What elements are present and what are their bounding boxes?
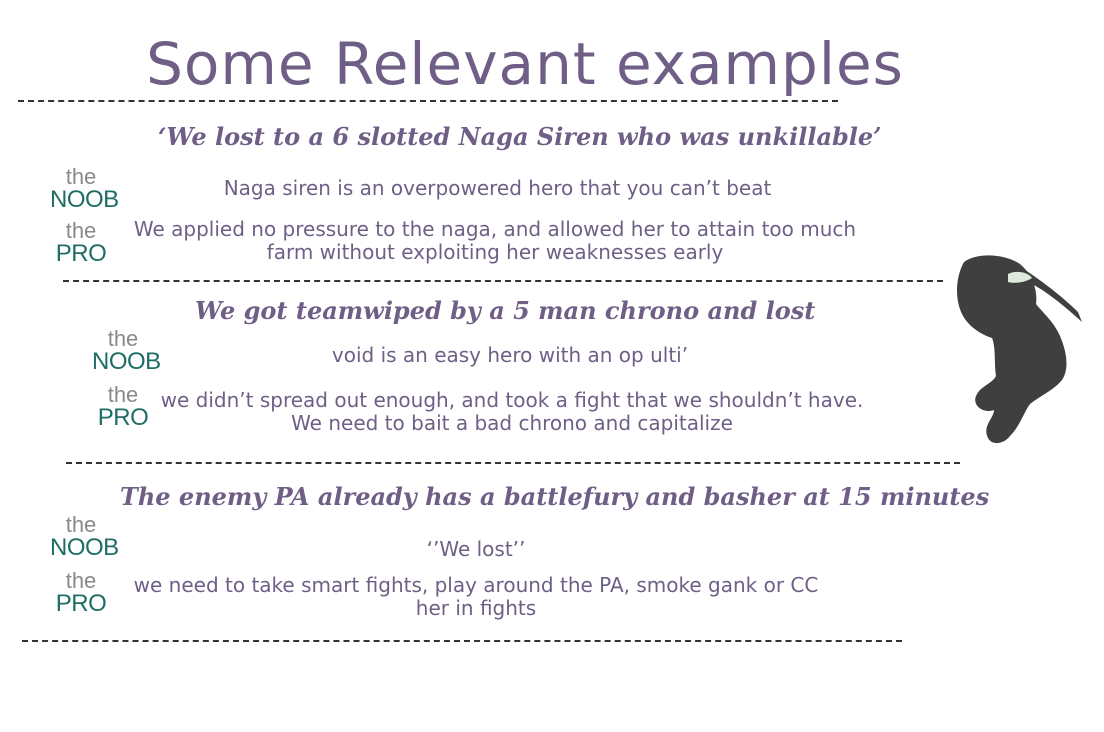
tag-pro-label: PRO (97, 404, 149, 431)
divider-bottom (22, 640, 902, 642)
tag-pro-label: PRO (55, 590, 107, 617)
page-title: Some Relevant examples (146, 30, 904, 98)
example-3-pro-tag: the PRO (50, 570, 112, 616)
example-1-pro-tag: the PRO (50, 220, 112, 266)
example-1-noob-tag: the NOOB (50, 164, 119, 213)
example-3-noob-tag: the NOOB (50, 512, 119, 561)
example-3-noob-text: ‘’We lost’’ (426, 537, 526, 561)
tag-noob-label: NOOB (50, 534, 119, 561)
tag-pro-label: PRO (55, 240, 107, 267)
tag-the-label: the (107, 382, 139, 407)
tag-noob-label: NOOB (92, 348, 161, 375)
hero-body (957, 255, 1067, 444)
tag-the-label: the (65, 218, 97, 243)
tag-the-label: the (65, 568, 97, 593)
example-2-quote: We got teamwiped by a 5 man chrono and l… (195, 296, 816, 325)
hero-face-mark (1008, 271, 1032, 283)
example-3-quote: The enemy PA already has a battlefury an… (120, 482, 990, 511)
example-2-pro-tag: the PRO (92, 384, 154, 430)
example-3-pro-text: we need to take smart fights, play aroun… (133, 573, 819, 620)
example-1-pro-text: We applied no pressure to the naga, and … (133, 217, 857, 264)
tag-the-label: the (65, 164, 97, 189)
divider-top (18, 100, 838, 102)
example-1-noob-text: Naga siren is an overpowered hero that y… (223, 176, 772, 200)
example-1-quote: ‘We lost to a 6 slotted Naga Siren who w… (158, 122, 882, 151)
divider-2 (66, 462, 960, 464)
example-2-noob-tag: the NOOB (92, 326, 161, 375)
hero-silhouette-icon (957, 255, 1082, 444)
tag-noob-label: NOOB (50, 186, 119, 213)
tag-the-label: the (65, 512, 97, 537)
divider-1 (63, 280, 943, 282)
tag-the-label: the (107, 326, 139, 351)
example-2-pro-text: we didn’t spread out enough, and took a … (160, 388, 864, 435)
example-2-noob-text: void is an easy hero with an op ulti’ (331, 343, 689, 367)
